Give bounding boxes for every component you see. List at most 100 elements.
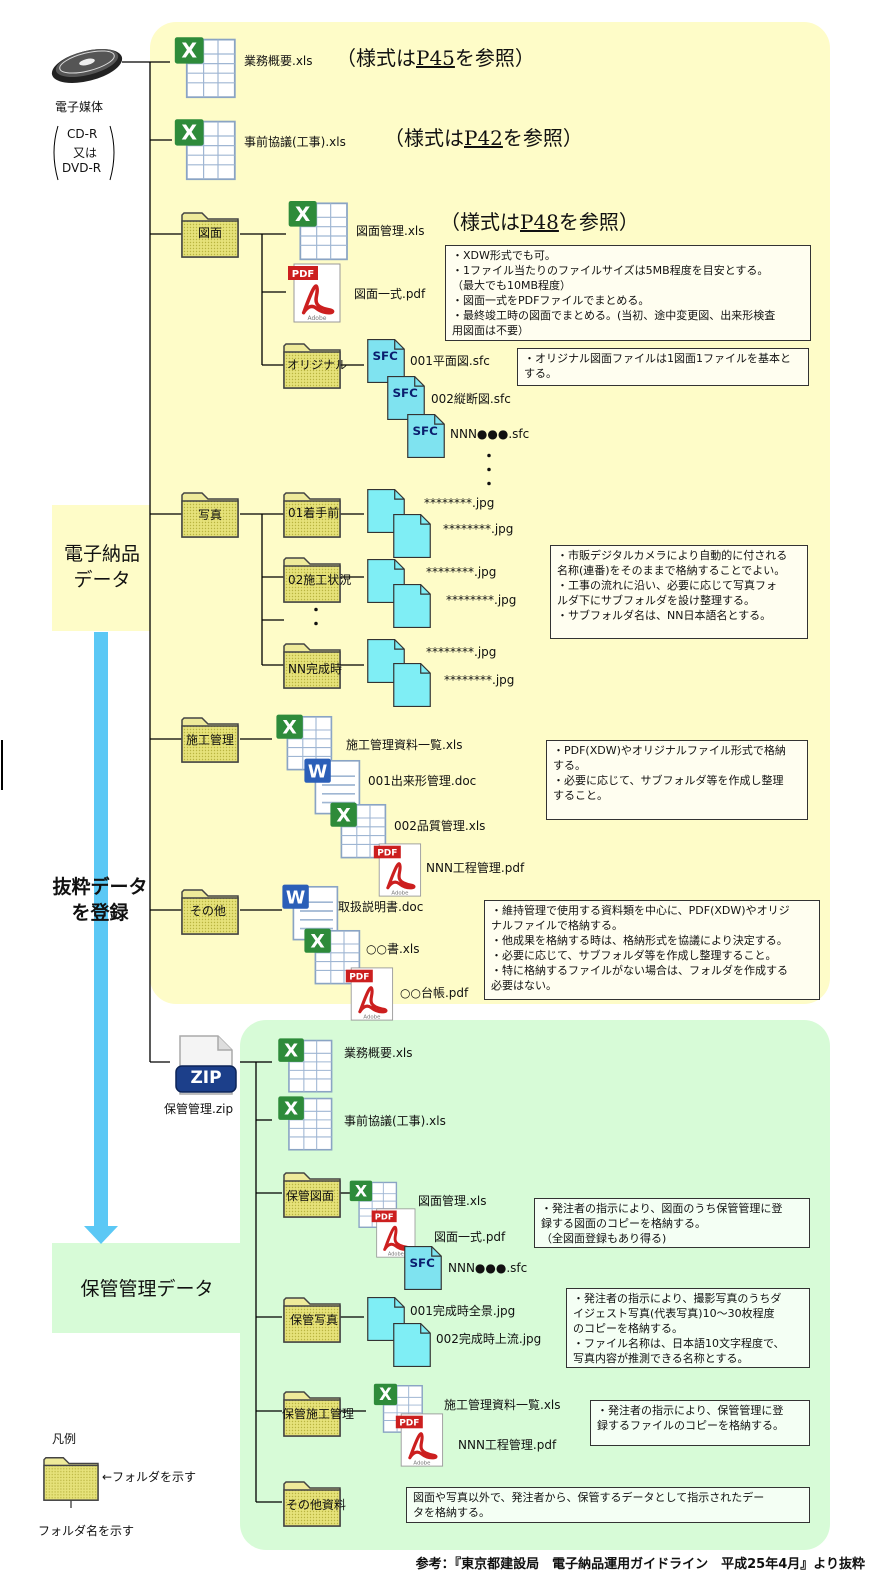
- zumen-folder-label[interactable]: 図面: [198, 226, 223, 240]
- original-folder-label[interactable]: オリジナル: [287, 358, 348, 372]
- storage-shashin-folder[interactable]: 保管写真: [290, 1313, 339, 1327]
- sfc1-filename: 001平面図.sfc: [410, 354, 490, 368]
- storage-zumen-note-line: （全図面登録もあり得る): [541, 1232, 667, 1245]
- sfc2-filename: 002縦断図.sfc: [431, 392, 511, 406]
- zumen-isshiki-filename: 図面一式.pdf: [354, 287, 426, 301]
- gyomu-ref-tail: を参照）: [454, 46, 535, 70]
- zip-archive-icon: [175, 1035, 237, 1095]
- shashin-sub2-label[interactable]: 02施工状況: [288, 573, 352, 587]
- seko-file3: 002品質管理.xls: [394, 819, 486, 833]
- jpg-file-icon: [392, 583, 432, 629]
- seko-file4: NNN工程管理.pdf: [426, 861, 525, 875]
- sonota-note-line: ・維持管理で使用する資料類を中心に、PDF(XDW)やオリジ: [491, 904, 790, 917]
- seko-folder-label[interactable]: 施工管理: [186, 733, 235, 747]
- extract-label-line1: 抜粋データ: [52, 876, 148, 898]
- legend-folder-text: ←フォルダを示す: [102, 1470, 197, 1484]
- storage-gyomu-filename: 業務概要.xls: [344, 1046, 413, 1060]
- sonota-file2: ○○書.xls: [366, 942, 420, 956]
- jpg-filename: ********.jpg: [444, 673, 515, 687]
- storage-zumen-note-line: 録する図面のコピーを格納する。: [541, 1217, 706, 1230]
- sonota-note-line: ナルファイルで格納する。: [491, 919, 623, 932]
- storage-zumen-file1: 図面管理.xls: [418, 1194, 487, 1208]
- jpg-filename: ********.jpg: [426, 645, 497, 659]
- zip-icon[interactable]: ZIP: [174, 1032, 238, 1096]
- storage-data-band: [52, 1243, 242, 1333]
- jpg-filename: ********.jpg: [426, 565, 497, 579]
- sonota-file3: ○○台帳.pdf: [400, 986, 469, 1000]
- jpg-file-icon: [392, 1322, 432, 1368]
- seko-note-line: する。: [553, 759, 586, 772]
- extract-label: 抜粋データ を登録: [48, 874, 152, 926]
- storage-shashin-note-line: ・発注者の指示により、撮影写真のうちダ: [573, 1292, 782, 1305]
- gyomu-ref-prefix: （様式は: [336, 46, 416, 70]
- storage-zumen-note: ・発注者の指示により、図面のうち保管管理に登 録する図面のコピーを格納する。 （…: [534, 1198, 810, 1248]
- excel-icon: [170, 112, 242, 184]
- excel-icon: [274, 1090, 338, 1154]
- original-note-line: する。: [524, 367, 557, 380]
- sfc3-filename: NNN●●●.sfc: [450, 427, 530, 441]
- storage-zumen-folder[interactable]: 保管図面: [286, 1189, 335, 1203]
- jizen-ref-page: P42: [464, 126, 503, 150]
- shashin-note: ・市販デジタルカメラにより自動的に付される 名称(連番)をそのままで格納すること…: [550, 545, 808, 639]
- footer-citation: 参考：『東京都建設局 電子納品運用ガイドライン 平成25年4月』より抜粋: [415, 1557, 865, 1572]
- storage-sonota-note: 図面や写真以外で、発注者から、保管するデータとして指示されたデー タを格納する。: [406, 1487, 810, 1523]
- storage-seko-folder[interactable]: 保管施工管理: [282, 1407, 355, 1421]
- sonota-note-line: ・特に格納するファイルがない場合は、フォルダを作成する: [491, 964, 788, 977]
- zumen-kanri-filename: 図面管理.xls: [356, 224, 425, 238]
- jpg-filename: ********.jpg: [443, 522, 514, 536]
- dot: ・: [482, 477, 496, 493]
- electronic-data-panel: [150, 22, 830, 1004]
- storage-shashin-note-line: のコピーを格納する。: [573, 1322, 683, 1335]
- zumen-style-ref: （様式はP48を参照）: [440, 206, 639, 235]
- continuation-dots: ・ ・: [309, 604, 323, 632]
- storage-data-panel: [240, 1020, 830, 1550]
- cd-disc-icon: [51, 49, 123, 83]
- shashin-sub3-label[interactable]: NN完成時: [288, 662, 342, 676]
- sonota-folder-label[interactable]: その他: [190, 904, 227, 918]
- jpg-file-icon: [392, 662, 432, 708]
- zumen-note-line: ・1ファイル当たりのファイルサイズは5MB程度を目安とする。: [452, 264, 769, 277]
- jpg-filename: ********.jpg: [446, 593, 517, 607]
- pdf-icon: [344, 964, 398, 1024]
- storage-seko-note: ・発注者の指示により、保管管理に登 録するファイルのコピーを格納する。: [590, 1400, 810, 1446]
- storage-zumen-file2: 図面一式.pdf: [434, 1230, 506, 1244]
- storage-shashin-note-line: ・ファイル名称は、日本語10文字程度で、: [573, 1337, 785, 1350]
- excel-icon: [170, 30, 242, 102]
- sfc-file-icon: [403, 1245, 443, 1291]
- sonota-file1: 取扱説明書.doc: [338, 900, 424, 914]
- storage-shashin-file2: 002完成時上流.jpg: [436, 1332, 542, 1346]
- gyomu-filename: 業務概要.xls: [244, 54, 313, 68]
- shashin-note-line: ・サブフォルダ名は、NN日本語名とする。: [557, 609, 772, 622]
- seko-file2: 001出来形管理.doc: [368, 774, 477, 788]
- media-line1: CD-R: [67, 127, 98, 141]
- storage-seko-note-line: ・発注者の指示により、保管管理に登: [597, 1404, 784, 1417]
- storage-sonota-note-line: 図面や写真以外で、発注者から、保管するデータとして指示されたデー: [413, 1491, 765, 1504]
- zip-badge: ZIP: [190, 1068, 222, 1088]
- shashin-sub1-label[interactable]: 01着手前: [288, 506, 340, 520]
- media-title: 電子媒体: [55, 100, 104, 114]
- gyomu-ref-page: P45: [416, 46, 455, 70]
- continuation-dots: ・ ・ ・: [482, 450, 496, 492]
- shashin-folder-label[interactable]: 写真: [198, 508, 223, 522]
- dot: ・: [482, 463, 496, 479]
- legend-title: 凡例: [52, 1432, 77, 1446]
- sonota-note-line: 必要はない。: [491, 979, 557, 992]
- seko-file1: 施工管理資料一覧.xls: [346, 738, 463, 752]
- storage-sonota-folder[interactable]: その他資料: [286, 1498, 347, 1512]
- storage-shashin-note-line: イジェスト写真(代表写真)10～30枚程度: [573, 1307, 775, 1320]
- jizen-ref-tail: を参照）: [502, 126, 583, 150]
- electronic-data-label-line2: データ: [73, 569, 131, 591]
- electronic-data-band: [52, 505, 152, 631]
- storage-seko-file2: NNN工程管理.pdf: [458, 1438, 557, 1452]
- shashin-note-line: ルダ下にサブフォルダを設け整理する。: [557, 594, 755, 607]
- original-note-line: ・オリジナル図面ファイルは1図面1ファイルを基本と: [524, 352, 791, 365]
- zumen-ref-tail: を参照）: [558, 210, 639, 234]
- dot: ・: [309, 603, 323, 619]
- zumen-note-line: 用図面は不要）: [452, 324, 529, 337]
- excel-icon: [284, 194, 354, 264]
- jpg-filename: ********.jpg: [424, 496, 495, 510]
- sfc-file-icon: [406, 413, 446, 459]
- excel-icon: [274, 1032, 338, 1096]
- zumen-note-line: ・XDW形式でも可。: [452, 249, 556, 262]
